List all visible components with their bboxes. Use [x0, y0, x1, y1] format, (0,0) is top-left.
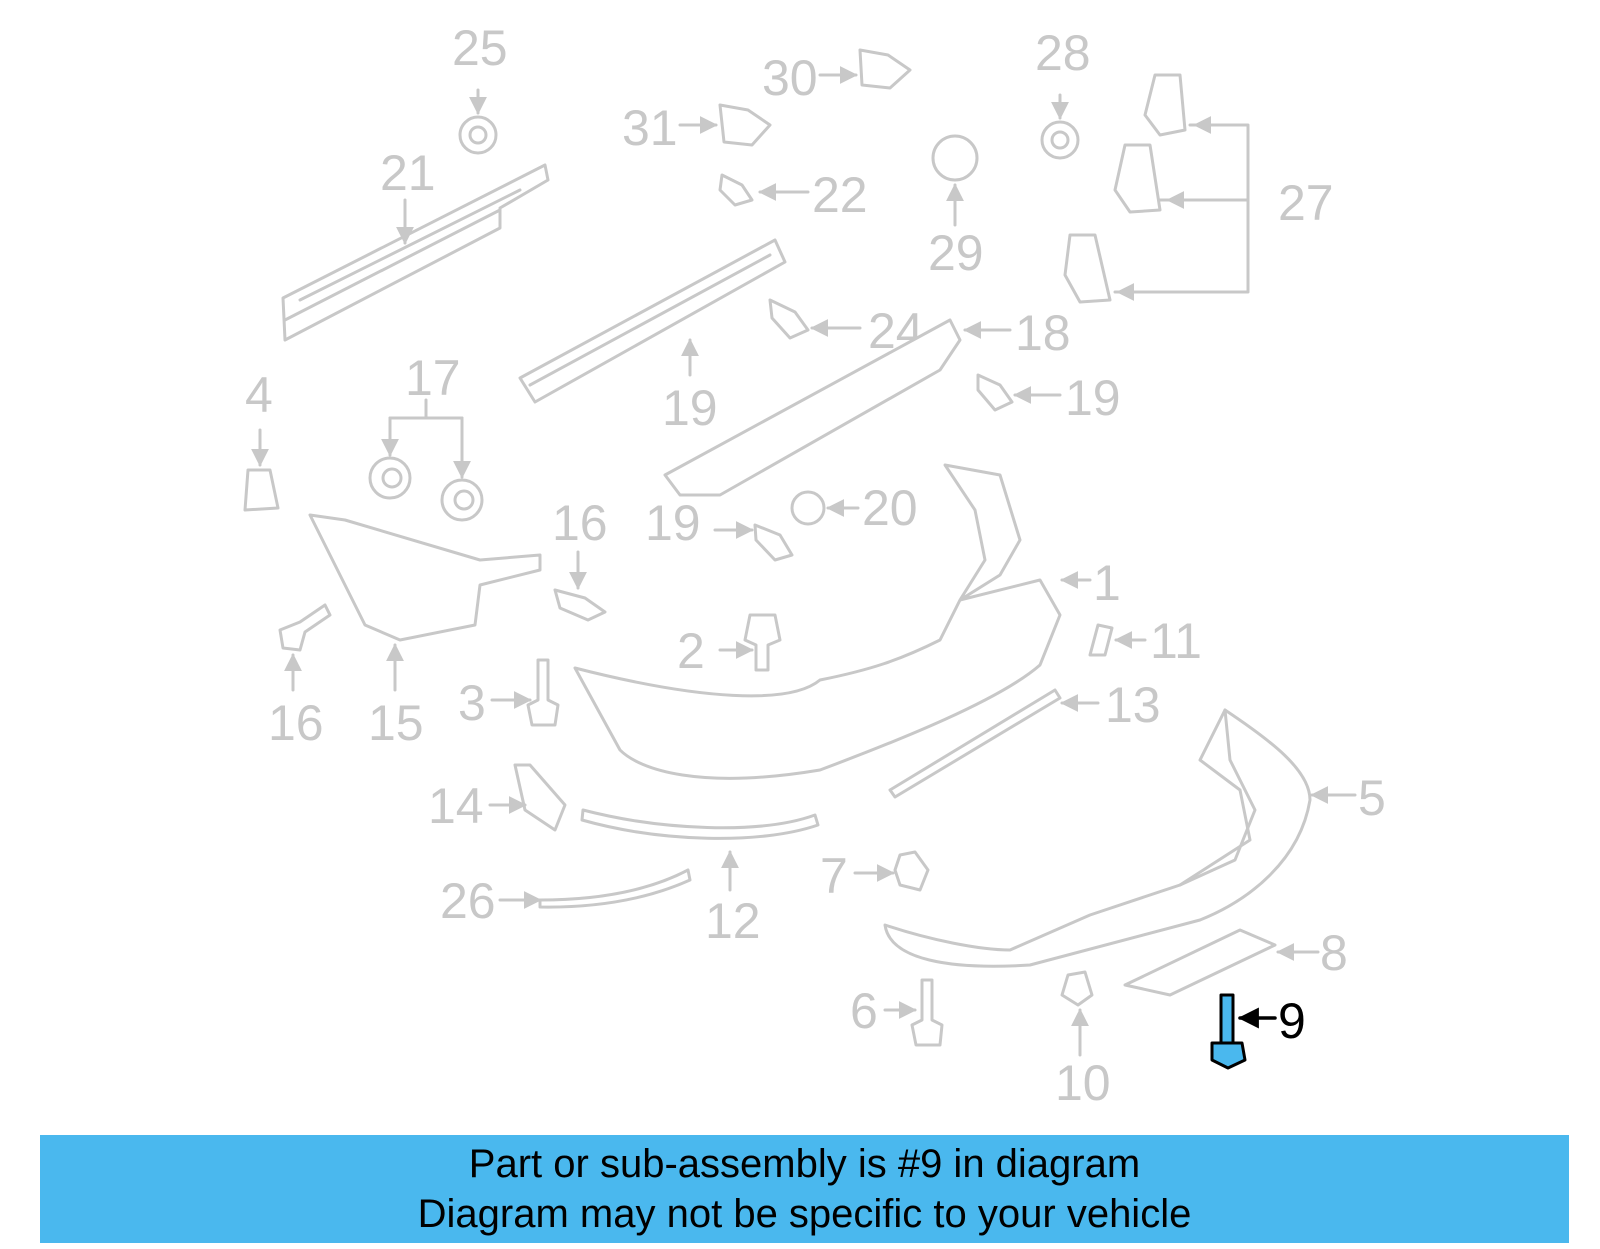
part-12-strip: 12 — [580, 808, 820, 949]
callout-20: 20 — [862, 480, 918, 536]
part-26-strip: 26 — [440, 868, 692, 929]
part-17-grommets: 17 — [368, 350, 484, 522]
callout-19-lower: 19 — [645, 495, 701, 551]
callout-21: 19 — [662, 380, 718, 436]
part-20-nut: 20 — [790, 480, 918, 536]
part-30-retainer: 30 — [762, 48, 912, 106]
callout-9: 9 — [1278, 993, 1306, 1049]
banner-line-2: Diagram may not be specific to your vehi… — [417, 1192, 1192, 1236]
part-8-plate: 8 — [1123, 925, 1348, 997]
callout-16-right: 16 — [552, 495, 608, 551]
part-31-retainer: 31 — [622, 100, 772, 156]
part-4-clip: 4 — [243, 367, 280, 512]
part-18-bracket: 18 — [663, 305, 1071, 497]
callout-12: 12 — [705, 893, 761, 949]
part-19-bolt-lower: 19 — [645, 495, 794, 562]
callout-10: 10 — [1055, 1055, 1111, 1111]
callout-30: 30 — [762, 50, 818, 106]
part-13-strip: 13 — [888, 677, 1161, 799]
banner-line-1: Part or sub-assembly is #9 in diagram — [468, 1142, 1141, 1186]
part-14: 14 — [428, 763, 567, 834]
callout-11: 11 — [1150, 613, 1202, 669]
part-11: 11 — [1088, 613, 1202, 669]
part-15-bracket: 15 — [308, 513, 542, 751]
callout-14: 14 — [428, 778, 484, 834]
info-banner: Part or sub-assembly is #9 in diagram Di… — [40, 1135, 1569, 1243]
callout-31: 31 — [622, 100, 678, 156]
callout-18: 18 — [1015, 305, 1071, 361]
part-19-bolt-upper: 19 — [976, 370, 1121, 426]
callout-28: 28 — [1035, 25, 1091, 81]
callout-27: 27 — [1278, 175, 1334, 231]
callout-4: 4 — [245, 367, 273, 423]
callout-16-left: 16 — [268, 695, 324, 751]
callout-2: 2 — [677, 623, 705, 679]
part-23-reinforcement: 21 — [281, 145, 550, 342]
part-9-bolt-highlighted[interactable]: 9 — [1210, 993, 1306, 1070]
part-29-plug: 29 — [928, 134, 984, 281]
part-7: 7 — [820, 848, 930, 904]
callout-17: 17 — [405, 350, 461, 406]
callout-15: 15 — [368, 695, 424, 751]
part-5-valance: 5 — [883, 708, 1386, 968]
part-27-sensors: 27 — [1063, 73, 1334, 304]
part-10: 10 — [1055, 970, 1111, 1111]
part-1-bumper-cover: 1 — [573, 463, 1121, 780]
part-28-washer: 28 — [1035, 25, 1091, 160]
part-24-bolt: 22 — [718, 167, 868, 223]
callout-26: 26 — [440, 873, 496, 929]
callout-24: 22 — [812, 167, 868, 223]
part-3-bolt: 3 — [458, 658, 560, 731]
part-6-bolt: 6 — [850, 978, 944, 1047]
callout-6: 6 — [850, 983, 878, 1039]
callout-5: 5 — [1358, 770, 1386, 826]
callout-8: 8 — [1320, 925, 1348, 981]
callout-23: 21 — [380, 145, 436, 201]
callout-3: 3 — [458, 675, 486, 731]
callout-1: 1 — [1093, 555, 1121, 611]
part-16-bolt-left: 16 — [268, 603, 332, 751]
callout-29: 29 — [928, 225, 984, 281]
callout-25: 25 — [452, 20, 508, 76]
callout-19-upper: 19 — [1065, 370, 1121, 426]
callout-7: 7 — [820, 848, 848, 904]
part-21-absorber: 19 — [518, 238, 787, 436]
part-16-bolt-right: 16 — [552, 495, 608, 622]
part-25-clip: 25 — [452, 20, 508, 155]
callout-13: 13 — [1105, 677, 1161, 733]
part-2-bolt: 2 — [677, 613, 782, 679]
